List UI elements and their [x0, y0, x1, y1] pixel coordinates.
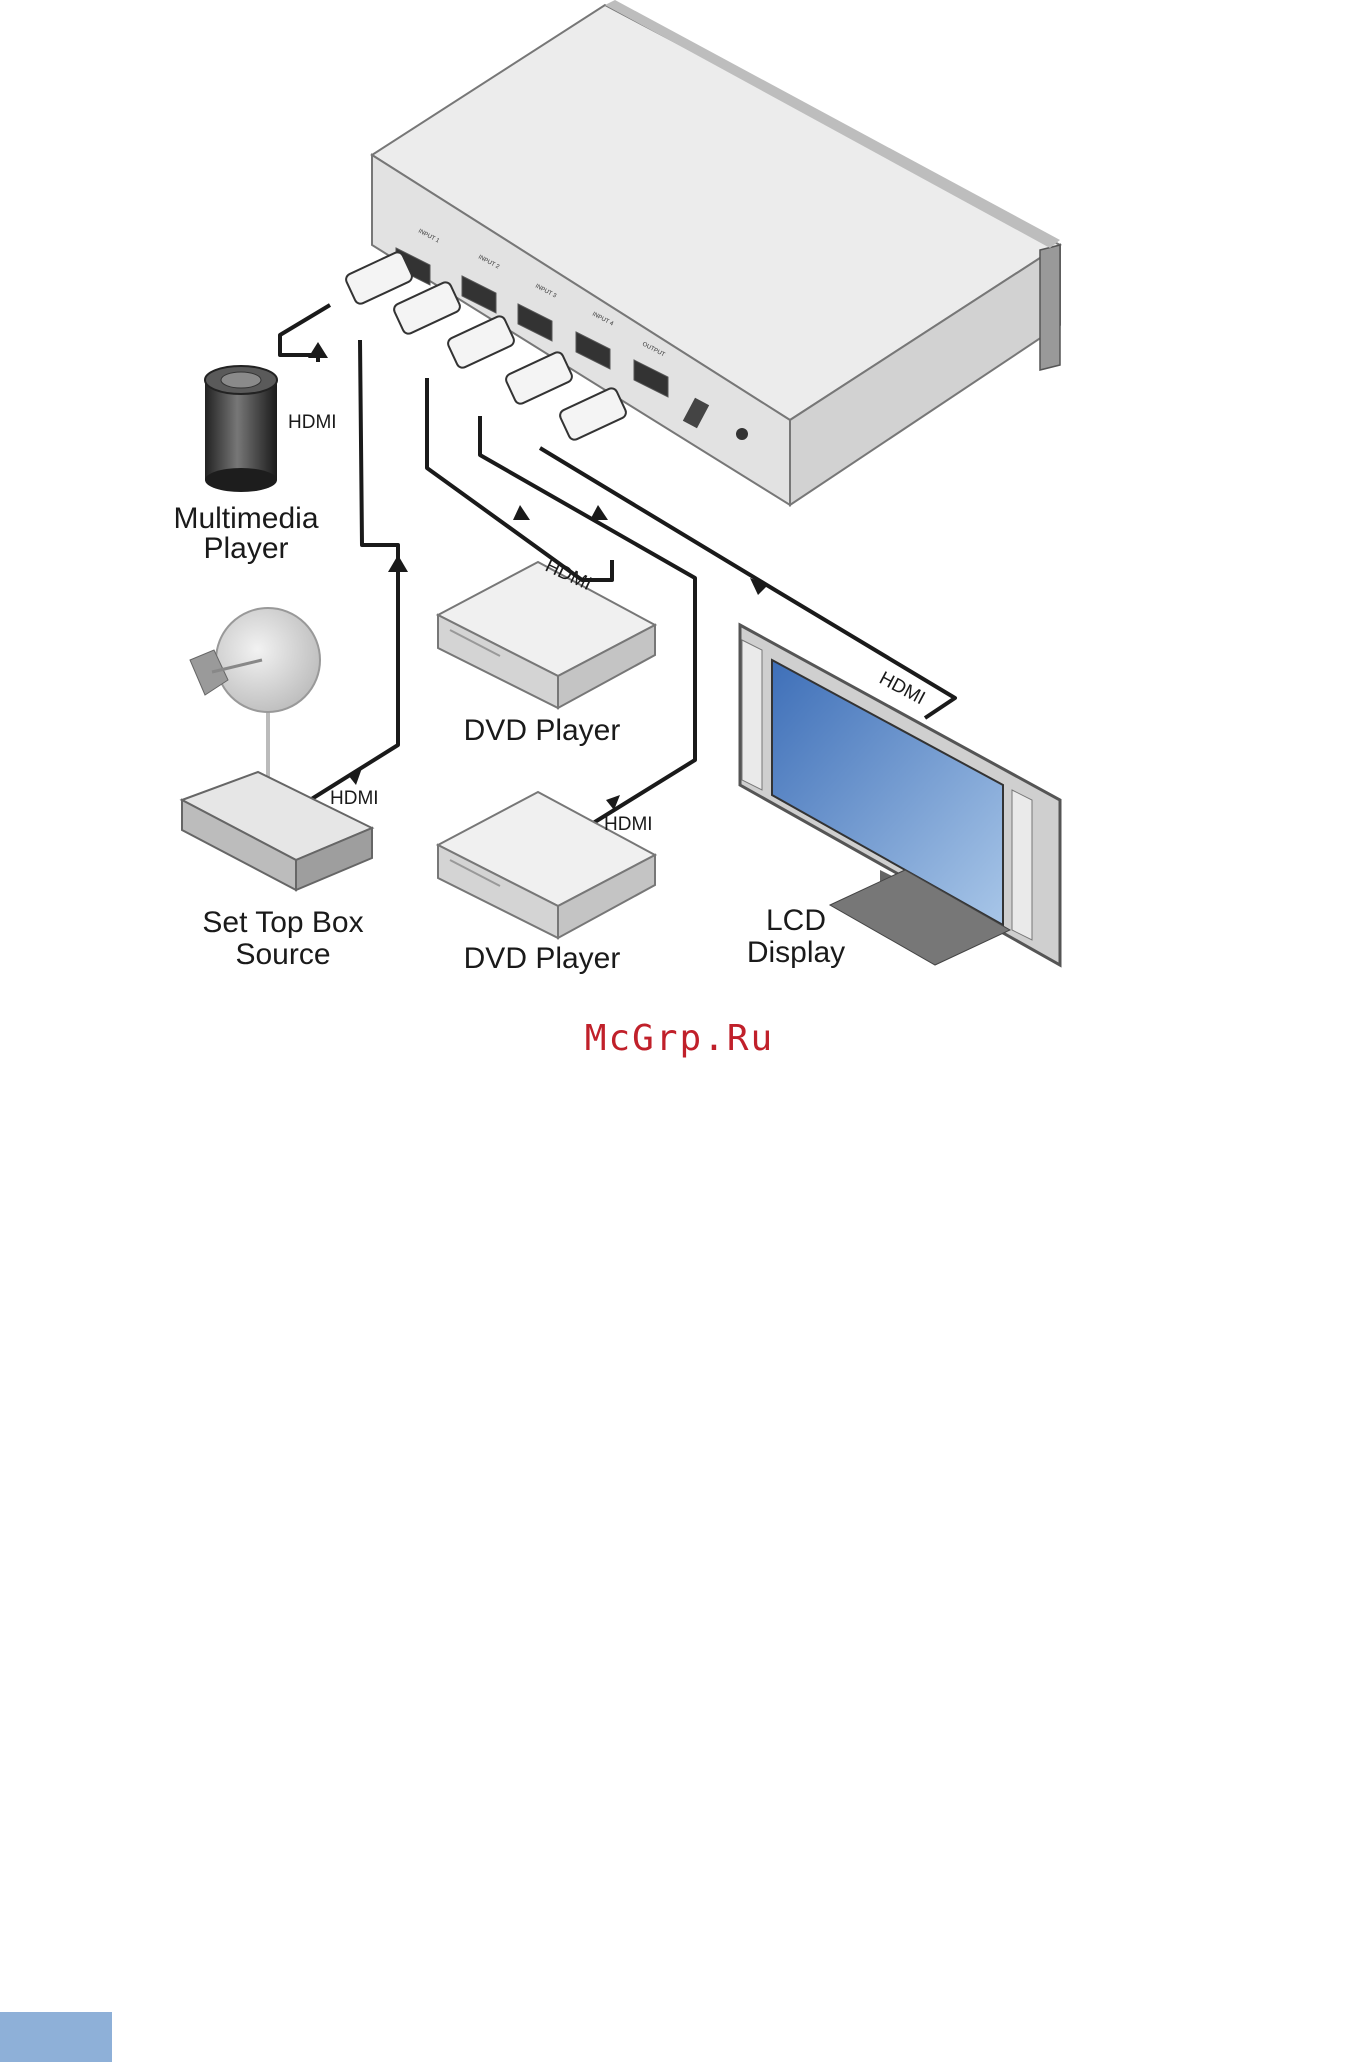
set-top-box-label-line2: Source: [235, 938, 330, 971]
arrow-up-icon: [590, 505, 608, 520]
dvd-player-2: HDMI DVD Player: [438, 792, 655, 975]
arrow-up-icon: [388, 555, 408, 572]
set-top-box-label-line1: Set Top Box: [202, 906, 363, 939]
cable-set-top-box: [310, 340, 398, 800]
satellite-dish: [190, 608, 320, 785]
multimedia-player: Multimedia Player HDMI: [173, 366, 336, 565]
page-corner-tab: [0, 2012, 112, 2062]
hdmi-switcher-unit: INPUT 1 INPUT 2 INPUT 3 INPUT 4 OUTPUT: [372, 0, 1060, 505]
arrow-up-icon: [308, 342, 328, 358]
watermark: McGrp.Ru: [0, 1018, 1359, 1059]
cable-label: HDMI: [330, 788, 379, 809]
cable-label: HDMI: [604, 814, 653, 835]
dvd-player-1-label: DVD Player: [464, 714, 621, 747]
multimedia-player-label-line1: Multimedia: [173, 502, 318, 535]
dvd-player-2-label: DVD Player: [464, 942, 621, 975]
lcd-display-label-line2: Display: [747, 936, 845, 969]
arrow-up-icon: [513, 505, 530, 520]
ir-sensor: [736, 428, 748, 440]
lcd-display-label-line1: LCD: [766, 904, 826, 937]
cable-label: HDMI: [288, 412, 337, 433]
dvd-player-1: HDMI DVD Player: [438, 555, 655, 747]
lcd-display: HDMI LCD Display: [740, 625, 1060, 969]
set-top-box: HDMI Set Top Box Source: [182, 772, 379, 971]
multimedia-player-label-line2: Player: [203, 532, 288, 565]
connection-diagram: INPUT 1 INPUT 2 INPUT 3 INPUT 4 OUTPUT: [0, 0, 1359, 1000]
